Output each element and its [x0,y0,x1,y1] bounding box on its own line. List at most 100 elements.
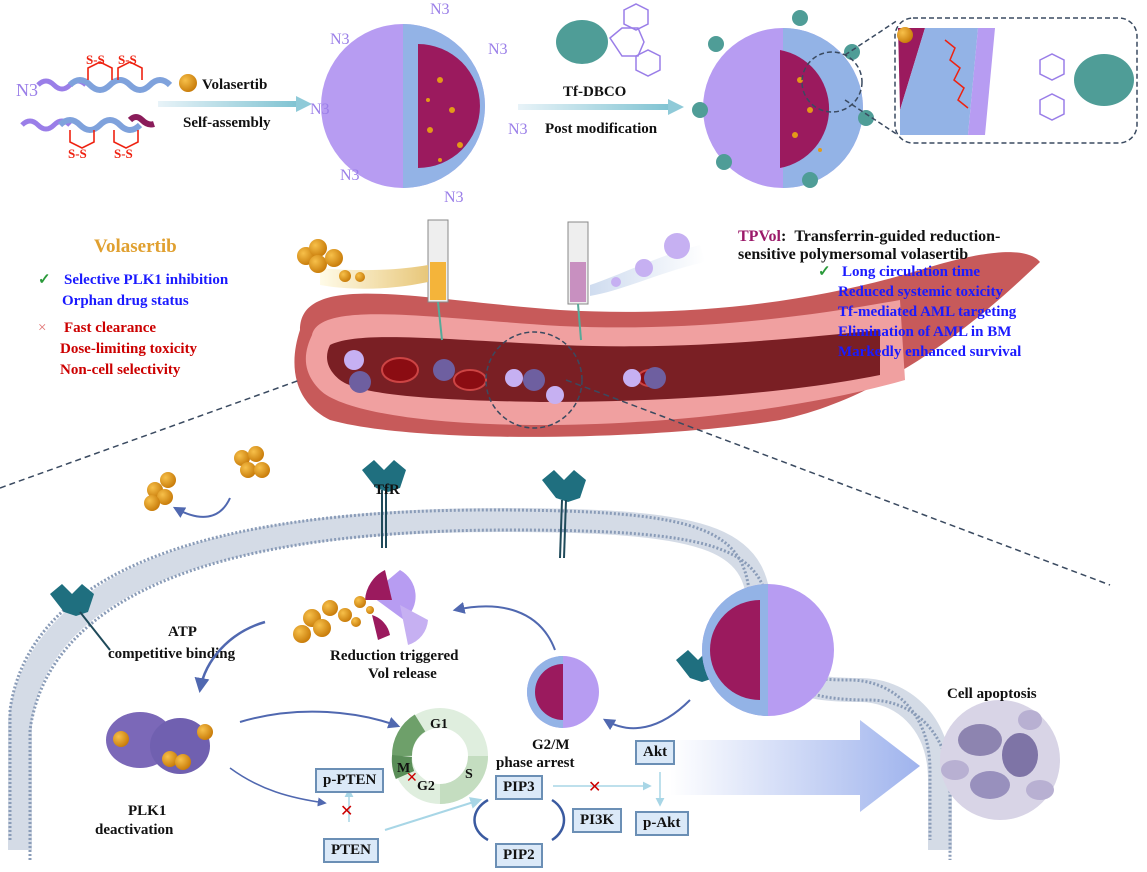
endocytosed-tpvol [702,584,834,716]
volasertib-panel-title: Volasertib [94,236,177,257]
plk1-to-cycle-arrow [239,710,401,729]
con-text: Non-cell selectivity [60,362,181,378]
disulfide-label: S-S [114,146,133,161]
release-label-line1: Reduction triggered [330,648,459,664]
plk1-label-line1: PLK1 [128,803,166,819]
receptor-label: TfR [374,482,400,498]
cycle-phase-g1: G1 [430,717,448,732]
azide-label: N3 [444,189,464,206]
self-assembly-arrow [158,101,298,107]
block-icon: ✕ [340,801,353,820]
atp-label-line2: competitive binding [108,646,236,662]
disulfide-label: S-S [68,146,87,161]
internalized-tpvol [527,656,599,728]
apoptosis-label: Cell apoptosis [947,686,1037,702]
volasertib-icon [179,74,197,92]
cell-membrane [8,507,952,860]
tpvol-colon: : [780,228,795,245]
benefit-item: Reduced systemic toxicity [818,282,1021,302]
effluxed-drug-cluster [144,446,270,518]
con-text: Fast clearance [64,320,157,336]
pten-to-pip-arrow [384,797,483,831]
cross-icon: × [38,320,47,336]
release-label-line2: Vol release [368,666,437,682]
internalization-arrow [602,699,691,731]
plk1-protein-icon [106,712,213,774]
zoom-guide-line [565,379,1111,586]
pathway-box-p-pten: p-PTEN [315,768,385,793]
block-icon: ✕ [406,770,418,786]
tpvol-desc-line1: Transferrin-guided reduction- [794,228,1001,245]
benefit-text: Markedly enhanced survival [838,344,1022,360]
pathway-box-akt: Akt [635,740,676,765]
azide-label: N3 [508,121,528,138]
block-icon: ✕ [588,777,601,796]
pathway-box-pi3k: PI3K [572,808,623,833]
check-icon: ✓ [38,272,51,288]
azide-label: N3 [430,1,450,18]
self-assembly-label: Self-assembly [183,115,271,131]
con-item: Dose-limiting toxicity [38,339,228,360]
polymer-chains [20,61,173,149]
benefit-item: Tf-mediated AML targeting [818,302,1021,322]
transferrin-receptor-icon [362,460,406,548]
atp-label-line1: ATP [168,624,197,640]
tpvol-desc-line2: sensitive polymersomal volasertib [738,246,969,264]
pro-item: ✓ Selective PLK1 inhibition [38,270,228,291]
con-item: × Fast clearance [38,318,228,339]
cell-cycle-ring [391,708,488,804]
pathway-box-pip2: PIP2 [495,843,543,868]
release-arrow [452,602,556,651]
azide-label: N3 [310,101,330,118]
apoptotic-cell-icon [940,700,1060,820]
cycle-phase-s: S [465,767,473,782]
arrest-label-line1: G2/M [532,737,570,753]
azide-label: N3 [340,167,360,184]
benefit-text: Tf-mediated AML targeting [838,304,1017,320]
con-item: Non-cell selectivity [38,360,228,381]
azide-label: N3 [16,80,38,100]
con-text: Dose-limiting toxicity [60,341,198,357]
blood-vessel [294,252,1040,437]
pro-text: Orphan drug status [62,293,189,309]
conjugate-label: Tf-DBCO [563,84,626,100]
azide-label: N3 [488,41,508,58]
arrest-label-line2: phase arrest [496,755,574,771]
disulfide-label: S-S [86,52,105,67]
tpvol-name: TPVol [738,228,781,245]
binding-arrow [194,620,266,693]
cycle-phase-m: M [397,761,410,776]
disassembled-vesicle [293,570,428,645]
transferrin-receptor-icon [542,470,586,559]
pathway-box-p-akt: p-Akt [635,811,689,836]
volasertib-panel: ✓ Selective PLK1 inhibition Orphan drug s… [38,270,228,381]
zoom-guide-line [0,379,301,489]
pip-cycle-arrow [551,798,566,842]
pro-item: Orphan drug status [38,291,228,312]
volasertib-syringe [297,219,449,341]
benefit-item: Markedly enhanced survival [818,342,1021,362]
transferrin-dbco-icon [556,3,661,77]
check-icon: ✓ [818,264,831,280]
pip-cycle-arrow [473,798,489,842]
benefit-text: Reduced systemic toxicity [838,284,1003,300]
post-modification-arrow [518,104,670,110]
tpvol-benefits: ✓ Long circulation time Reduced systemic … [818,262,1021,362]
cycle-phase-g2: G2 [417,779,435,794]
pathway-box-pten: PTEN [323,838,380,863]
tpvol-polymersome [692,10,874,188]
benefit-text: Long circulation time [842,264,981,280]
post-modification-label: Post modification [545,121,658,137]
tpvol-title: TPVol: Transferrin-guided reduction- sen… [738,228,1000,265]
benefit-item: Elimination of AML in BM [818,322,1021,342]
membrane-zoom-inset [844,17,1138,144]
pro-text: Selective PLK1 inhibition [64,272,229,288]
plk1-to-pten-arrow [229,767,327,807]
drug-label: Volasertib [202,77,267,93]
transferrin-receptor-icon [50,584,111,651]
pathway-box-pip3: PIP3 [495,775,543,800]
benefit-text: Elimination of AML in BM [838,324,1012,340]
tpvol-syringe [567,221,705,341]
azide-polymersome [321,24,485,188]
